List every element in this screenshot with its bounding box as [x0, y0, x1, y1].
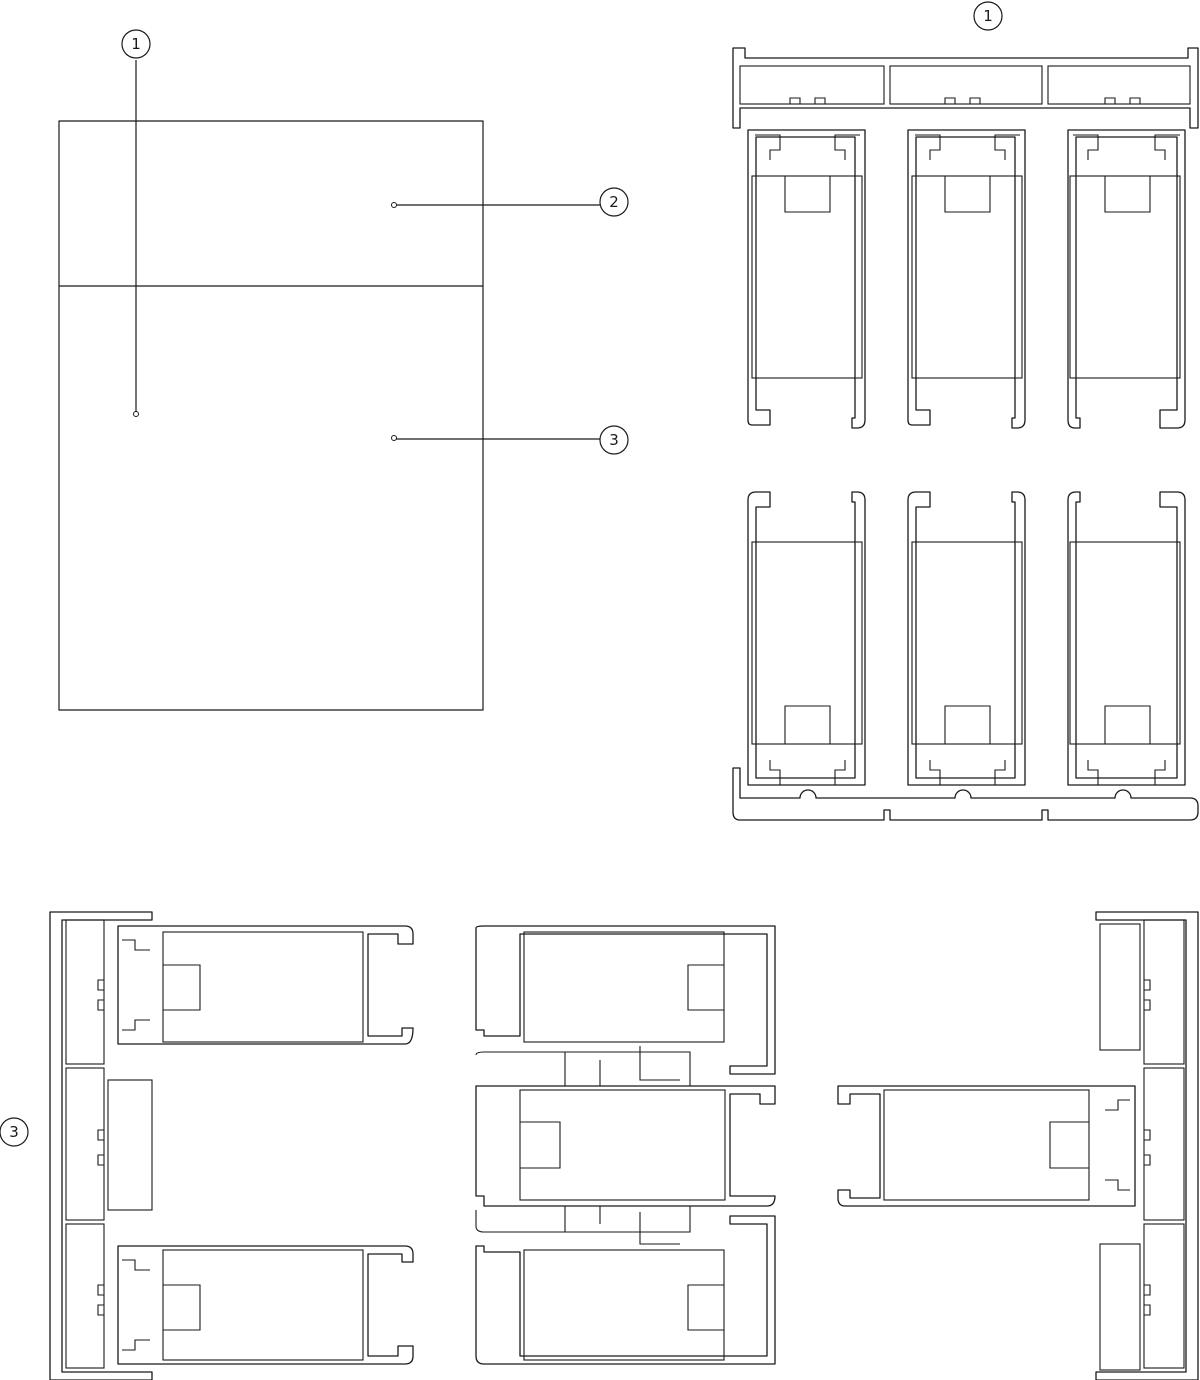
right-jamb-profile	[1095, 911, 1199, 1380]
sash-profile-top-right	[1067, 129, 1186, 429]
elevation-outer-frame	[58, 120, 484, 711]
sash-profile-top-left	[747, 129, 866, 429]
center-sash-lower	[475, 1215, 776, 1365]
callout-label-2: 2	[609, 193, 619, 211]
sash-profile-bottom-left	[747, 491, 866, 786]
left-sash-lower	[117, 1245, 414, 1365]
callout-elevation-3: 3	[599, 425, 629, 455]
leader-dot-2	[391, 202, 397, 208]
left-sash-upper	[117, 925, 414, 1045]
callout-label-section-1: 1	[983, 7, 993, 25]
center-sash-upper	[475, 925, 776, 1087]
sash-profile-bottom-right	[1067, 491, 1186, 786]
sash-profile-bottom-middle	[907, 491, 1026, 786]
right-sash	[837, 1085, 1136, 1207]
callout-label-1: 1	[131, 35, 141, 53]
section-3-vertical: 3	[0, 911, 1199, 1380]
callout-elevation-2: 2	[599, 187, 629, 217]
bottom-track-profile	[732, 767, 1199, 821]
callout-label-3: 3	[609, 431, 619, 449]
callout-section-3: 3	[0, 1117, 29, 1147]
callout-elevation-1: 1	[121, 29, 151, 59]
leader-dot-1	[133, 411, 139, 417]
window-elevation: 1 2 3	[58, 29, 629, 711]
center-sash-middle	[475, 1085, 776, 1245]
top-track-profile	[732, 47, 1199, 129]
callout-section-1: 1	[973, 1, 1003, 31]
sash-profile-top-middle	[907, 129, 1026, 429]
left-jamb-profile	[49, 911, 153, 1380]
callout-label-section-3: 3	[9, 1123, 19, 1141]
leader-dot-3	[391, 435, 397, 441]
section-1-horizontal: 1	[732, 1, 1199, 821]
